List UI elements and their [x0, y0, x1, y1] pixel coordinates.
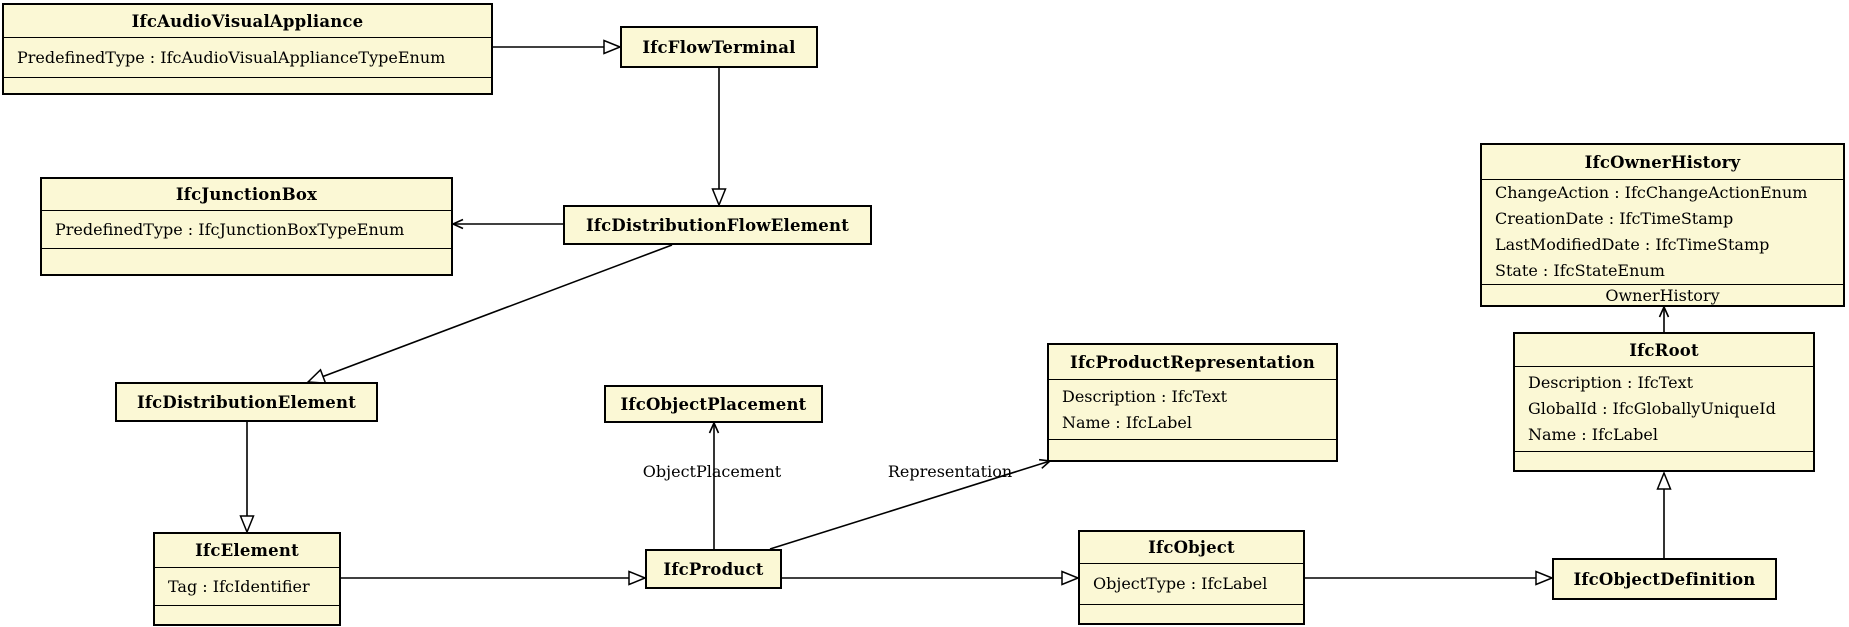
- class-box-ifc-owner-history: IfcOwnerHistory ChangeAction : IfcChange…: [1480, 143, 1845, 307]
- class-attribute: Description : IfcText: [1528, 373, 1694, 392]
- edge-label-owner-history: OwnerHistory: [1605, 286, 1720, 305]
- class-box-ifc-object-placement: IfcObjectPlacement: [604, 385, 823, 423]
- attributes-compartment: PredefinedType : IfcAudioVisualAppliance…: [4, 38, 491, 78]
- class-attribute: State : IfcStateEnum: [1495, 261, 1665, 280]
- class-title: IfcRoot: [1515, 334, 1813, 367]
- class-box-ifc-product-representation: IfcProductRepresentation Description : I…: [1047, 343, 1338, 462]
- class-title: IfcJunctionBox: [42, 179, 451, 211]
- class-box-ifc-element: IfcElement Tag : IfcIdentifier: [153, 532, 341, 626]
- reference-arrowhead: [708, 421, 720, 434]
- empty-compartment: [1515, 452, 1813, 470]
- generalization-arrowhead: [603, 39, 622, 55]
- class-title: IfcOwnerHistory: [1482, 145, 1843, 180]
- generalization-arrowhead: [1656, 471, 1672, 490]
- class-title: IfcDistributionFlowElement: [585, 215, 850, 235]
- reference-arrowhead: [1658, 305, 1670, 318]
- class-box-ifc-flow-terminal: IfcFlowTerminal: [620, 26, 818, 68]
- class-title: IfcProduct: [663, 559, 764, 579]
- generalization-arrowhead: [628, 570, 647, 586]
- class-box-ifc-distribution-element: IfcDistributionElement: [115, 382, 378, 422]
- class-title: IfcObject: [1080, 532, 1303, 564]
- empty-compartment: [42, 249, 451, 274]
- class-attribute: PredefinedType : IfcJunctionBoxTypeEnum: [55, 219, 405, 239]
- empty-compartment: [4, 78, 491, 93]
- class-attribute: Name : IfcLabel: [1528, 425, 1658, 444]
- edge-label-representation: Representation: [887, 462, 1013, 481]
- class-box-ifc-audio-visual-appliance: IfcAudioVisualAppliance PredefinedType :…: [2, 3, 493, 95]
- attributes-compartment: PredefinedType : IfcJunctionBoxTypeEnum: [42, 211, 451, 249]
- class-attribute: Description : IfcText: [1062, 386, 1228, 406]
- reference-arrowhead: [451, 218, 464, 230]
- class-title: IfcProductRepresentation: [1049, 345, 1336, 380]
- attributes-compartment: Description : IfcText GlobalId : IfcGlob…: [1515, 367, 1813, 452]
- class-box-ifc-object: IfcObject ObjectType : IfcLabel: [1078, 530, 1305, 625]
- class-attribute: Tag : IfcIdentifier: [168, 576, 310, 596]
- class-title: IfcAudioVisualAppliance: [4, 5, 491, 38]
- class-attribute: ObjectType : IfcLabel: [1093, 574, 1268, 593]
- class-attribute: Name : IfcLabel: [1062, 412, 1192, 432]
- class-attribute: ChangeAction : IfcChangeActionEnum: [1495, 183, 1808, 202]
- edge-label-object-placement: ObjectPlacement: [642, 462, 782, 481]
- class-title: IfcObjectPlacement: [620, 394, 807, 414]
- empty-compartment: [1049, 440, 1336, 460]
- class-box-ifc-root: IfcRoot Description : IfcText GlobalId :…: [1513, 332, 1815, 472]
- generalization-arrowhead: [1061, 570, 1080, 586]
- attributes-compartment: Tag : IfcIdentifier: [155, 568, 339, 606]
- class-attribute: CreationDate : IfcTimeStamp: [1495, 209, 1734, 228]
- generalization-arrowhead: [711, 188, 727, 207]
- class-title: IfcDistributionElement: [136, 392, 357, 412]
- class-box-ifc-object-definition: IfcObjectDefinition: [1552, 558, 1777, 600]
- class-title: IfcFlowTerminal: [642, 37, 796, 57]
- empty-compartment: [1080, 605, 1303, 623]
- class-box-ifc-junction-box: IfcJunctionBox PredefinedType : IfcJunct…: [40, 177, 453, 276]
- empty-compartment: [155, 606, 339, 624]
- class-attribute: GlobalId : IfcGloballyUniqueId: [1528, 399, 1776, 418]
- class-title: IfcElement: [155, 534, 339, 568]
- generalization-arrowhead: [239, 515, 255, 534]
- attributes-compartment: ObjectType : IfcLabel: [1080, 564, 1303, 605]
- attributes-compartment: Description : IfcText Name : IfcLabel: [1049, 380, 1336, 440]
- class-title: IfcObjectDefinition: [1573, 569, 1756, 589]
- class-attribute: PredefinedType : IfcAudioVisualAppliance…: [17, 47, 446, 67]
- generalization-arrowhead: [1535, 570, 1554, 586]
- class-box-ifc-distribution-flow-element: IfcDistributionFlowElement: [563, 205, 872, 245]
- attributes-compartment: ChangeAction : IfcChangeActionEnum Creat…: [1482, 180, 1843, 285]
- class-box-ifc-product: IfcProduct: [645, 549, 782, 589]
- class-attribute: LastModifiedDate : IfcTimeStamp: [1495, 235, 1770, 254]
